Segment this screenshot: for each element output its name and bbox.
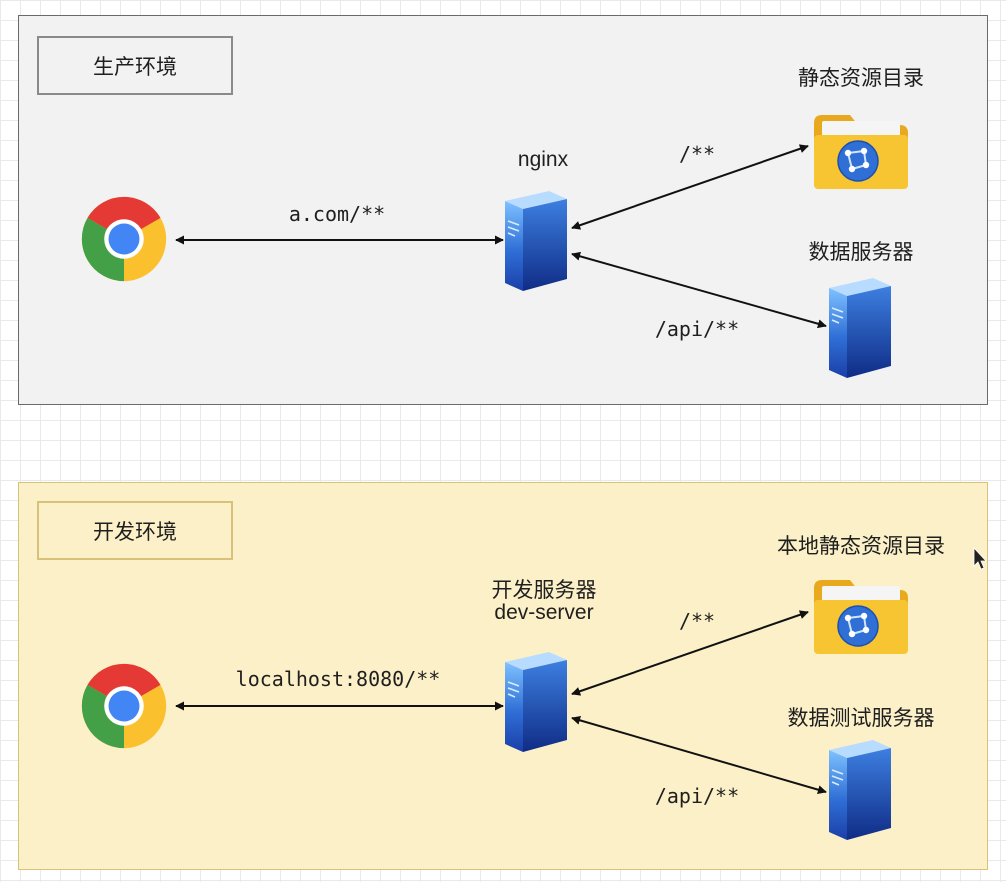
nginx-label: nginx [517, 148, 569, 171]
production-environment-label[interactable]: 生产环境 [37, 36, 233, 95]
development-environment-label[interactable]: 开发环境 [37, 501, 233, 560]
data-server-label: 数据服务器 [808, 241, 914, 264]
data-test-server-label: 数据测试服务器 [787, 707, 935, 730]
static-folder-icon [813, 114, 909, 190]
static-route-label: /** [678, 142, 716, 166]
dev-static-route-label: /** [678, 609, 716, 633]
devserver-data-arrow [571, 715, 827, 795]
dev-browser-route-label: localhost:8080/** [235, 667, 441, 691]
data-server-icon [829, 277, 891, 379]
data-test-server-icon [829, 739, 891, 841]
local-static-resource-label: 本地静态资源目录 [777, 535, 945, 558]
chrome-browser-icon [81, 196, 167, 282]
nginx-static-arrow [571, 144, 809, 230]
api-route-label: /api/** [654, 317, 740, 341]
dev-server-id-label: dev-server [494, 601, 594, 624]
nginx-server-icon [505, 190, 567, 292]
dev-server-icon [505, 651, 567, 753]
local-static-folder-icon [813, 579, 909, 655]
static-resource-label: 静态资源目录 [798, 67, 924, 90]
browser-route-label: a.com/** [288, 202, 386, 226]
mouse-cursor-icon [973, 546, 987, 570]
devserver-static-arrow [571, 610, 809, 696]
chrome-browser-icon [81, 663, 167, 749]
dev-server-name-label: 开发服务器 [491, 579, 597, 602]
dev-api-route-label: /api/** [654, 784, 740, 808]
nginx-data-arrow [571, 251, 827, 329]
